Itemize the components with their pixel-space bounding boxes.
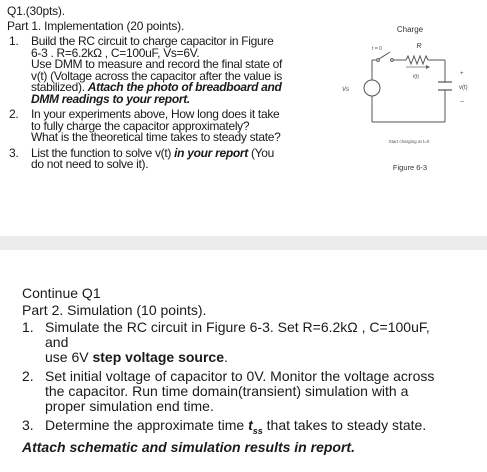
- voltage-label: v(t): [459, 85, 468, 91]
- capacitor-icon: [438, 81, 452, 91]
- item-text: Set initial voltage of capacitor to 0V. …: [45, 368, 435, 414]
- list-item: 3. List the function to solve v(t) in yo…: [9, 145, 314, 171]
- part2-panel: [0, 250, 487, 472]
- item-number: 1.: [9, 34, 19, 48]
- part1-title: Part 1. Implementation (20 points).: [7, 19, 185, 33]
- list-item: 2. In your experiments above, How long d…: [9, 107, 314, 144]
- item-number: 2.: [22, 368, 34, 384]
- item-text: Simulate the RC circuit in Figure 6-3. S…: [45, 319, 430, 365]
- part2-list: 1. Simulate the RC circuit in Figure 6-3…: [22, 320, 467, 443]
- item-text: Build the RC circuit to charge capacitor…: [31, 34, 283, 106]
- list-item: 2. Set initial voltage of capacitor to 0…: [22, 369, 467, 414]
- item-text: In your experiments above, How long does…: [31, 107, 281, 144]
- item-number: 1.: [22, 319, 34, 335]
- list-item: 1. Build the RC circuit to charge capaci…: [9, 34, 314, 106]
- resistor-label: R: [416, 43, 421, 50]
- part2-title: Part 2. Simulation (10 points).: [22, 302, 207, 318]
- item-number: 3.: [9, 145, 19, 160]
- part1-list: 1. Build the RC circuit to charge capaci…: [9, 34, 314, 175]
- item-text: Determine the approximate time tss that …: [45, 417, 427, 436]
- variable-t-ss: tss: [248, 417, 263, 436]
- figure-sublabel: Start charging at t=0: [389, 139, 430, 144]
- attach-instruction: Attach schematic and simulation results …: [22, 439, 355, 455]
- list-item: 3. Determine the approximate time tss th…: [22, 418, 467, 439]
- item-number: 3.: [22, 417, 34, 433]
- voltage-source-icon: [363, 79, 381, 97]
- list-item: 1. Simulate the RC circuit in Figure 6-3…: [22, 320, 467, 365]
- current-label: i(t): [413, 74, 419, 80]
- circuit-wires: [371, 54, 446, 123]
- minus-label: −: [460, 99, 464, 106]
- part1-panel: [0, 0, 487, 236]
- continue-heading: Continue Q1: [22, 285, 101, 301]
- plus-label: +: [460, 71, 464, 77]
- item-text: List the function to solve v(t) in your …: [31, 145, 275, 171]
- rc-circuit-figure: Charge R t = 0 i(t) Vs + v(t) − Start ch…: [342, 25, 468, 172]
- switch-icon: [376, 51, 394, 62]
- section-divider: [0, 236, 487, 250]
- current-arrow-icon: [406, 65, 430, 69]
- figure-title: Charge: [397, 25, 424, 34]
- figure-caption: Figure 6-3: [393, 163, 427, 172]
- question-heading: Q1.(30pts).: [7, 4, 65, 18]
- item-number: 2.: [9, 107, 19, 121]
- switch-label: t = 0: [372, 46, 382, 52]
- source-label: Vs: [342, 87, 349, 93]
